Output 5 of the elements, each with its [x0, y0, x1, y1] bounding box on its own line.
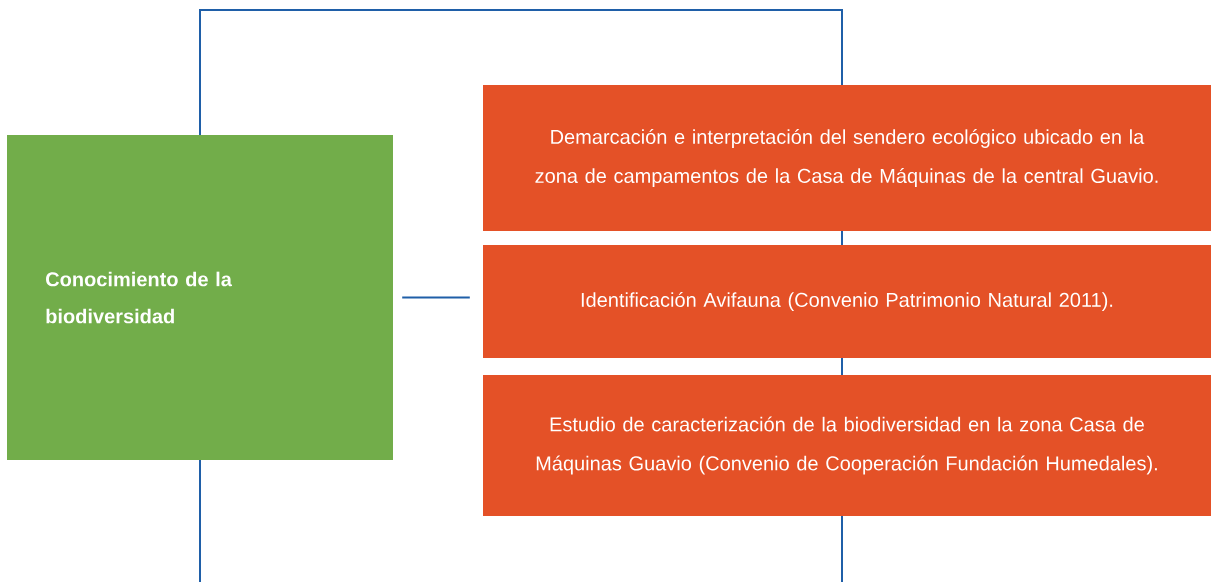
activity-box: Identificación Avifauna (Convenio Patrimonio Natural 2011).	[483, 245, 1211, 358]
topic-box: Conocimiento de la biodiversidad	[7, 135, 393, 460]
activity-box: Demarcación e interpretación del sendero ecológico ubicado en la zona de campamentos de la Casa de Máquinas de la central Guavio.	[483, 85, 1211, 231]
activity-box: Estudio de caracterización de la biodiversidad en la zona Casa de Máquinas Guavio (Convenio de Cooperación Fundación Humedales).	[483, 375, 1211, 516]
connector-line	[401, 296, 471, 299]
